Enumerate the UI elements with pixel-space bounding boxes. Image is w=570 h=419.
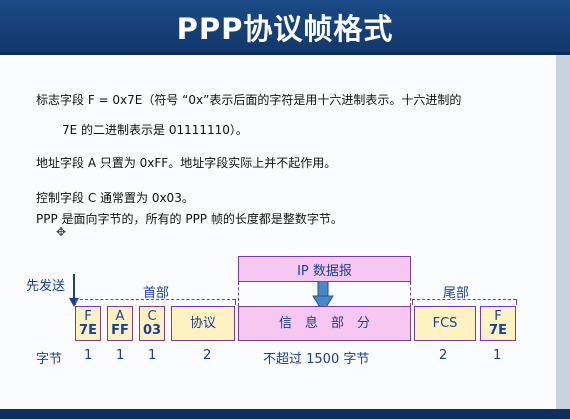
- count-flag-start: 1: [84, 348, 93, 363]
- field-control-value: 03: [142, 322, 162, 338]
- bottom-bar: [0, 409, 570, 419]
- field-address: A FF: [107, 306, 133, 341]
- field-information: 信 息 部 分: [238, 306, 411, 341]
- trailer-dashed-tick-left: [412, 299, 413, 305]
- field-address-value: FF: [111, 322, 129, 338]
- bytes-label: 字节: [36, 352, 63, 367]
- trailer-dashed-tick-right: [516, 299, 517, 305]
- count-information: 不超过 1500 字节: [263, 352, 370, 367]
- field-fcs: FCS: [414, 306, 476, 341]
- address-field-text: 地址字段 A 只置为 0xFF。地址字段实际上并不起作用。: [36, 156, 337, 170]
- field-flag-start-name: F: [84, 308, 92, 324]
- trailer-dashed-line: [412, 299, 516, 300]
- field-protocol: 协议: [171, 306, 235, 341]
- field-flag-end: F 7E: [480, 306, 516, 341]
- down-arrow-icon: [312, 281, 334, 313]
- count-fcs: 2: [439, 348, 448, 363]
- field-flag-start: F 7E: [75, 306, 101, 341]
- header-dashed-line: [75, 299, 235, 300]
- header-dashed-tick-left: [75, 299, 76, 305]
- field-address-name: A: [115, 308, 125, 324]
- control-field-text: 控制字段 C 通常置为 0x03。: [36, 191, 194, 205]
- ip-datagram-box: IP 数据报: [238, 256, 411, 282]
- field-flag-end-name: F: [494, 308, 502, 324]
- field-flag-end-value: 7E: [489, 322, 507, 338]
- ip-dashed-left: [238, 282, 239, 306]
- count-flag-end: 1: [493, 348, 502, 363]
- slide-title: PPP协议帧格式: [176, 12, 394, 46]
- field-control-name: C: [147, 308, 157, 324]
- field-information-label: 信 息 部 分: [278, 315, 370, 331]
- title-bar: PPP协议帧格式: [0, 0, 570, 55]
- count-control: 1: [148, 348, 157, 363]
- send-direction-arrow-icon: [69, 274, 79, 307]
- right-edge: [556, 55, 570, 419]
- flag-field-text-line2: 7E 的二进制表示是 01111110）。: [62, 123, 248, 137]
- trailer-label: 尾部: [443, 286, 470, 301]
- send-first-label: 先发送: [26, 279, 66, 294]
- header-dashed-tick-right: [235, 299, 236, 305]
- field-protocol-label: 协议: [189, 315, 216, 331]
- ip-dashed-right: [410, 282, 411, 306]
- field-control: C 03: [139, 306, 165, 341]
- flag-field-text-line1: 标志字段 F = 0x7E（符号 “0x”表示后面的字符是用十六进制表示。十六进…: [36, 93, 462, 107]
- ip-datagram-label: IP 数据报: [297, 263, 352, 279]
- field-flag-start-value: 7E: [79, 322, 97, 338]
- field-fcs-label: FCS: [432, 315, 458, 331]
- count-address: 1: [116, 348, 125, 363]
- count-protocol: 2: [203, 348, 212, 363]
- mouse-cursor-icon: ✥: [56, 225, 67, 239]
- byte-oriented-text: PPP 是面向字节的，所有的 PPP 帧的长度都是整数字节。: [36, 212, 343, 226]
- header-label: 首部: [143, 286, 170, 301]
